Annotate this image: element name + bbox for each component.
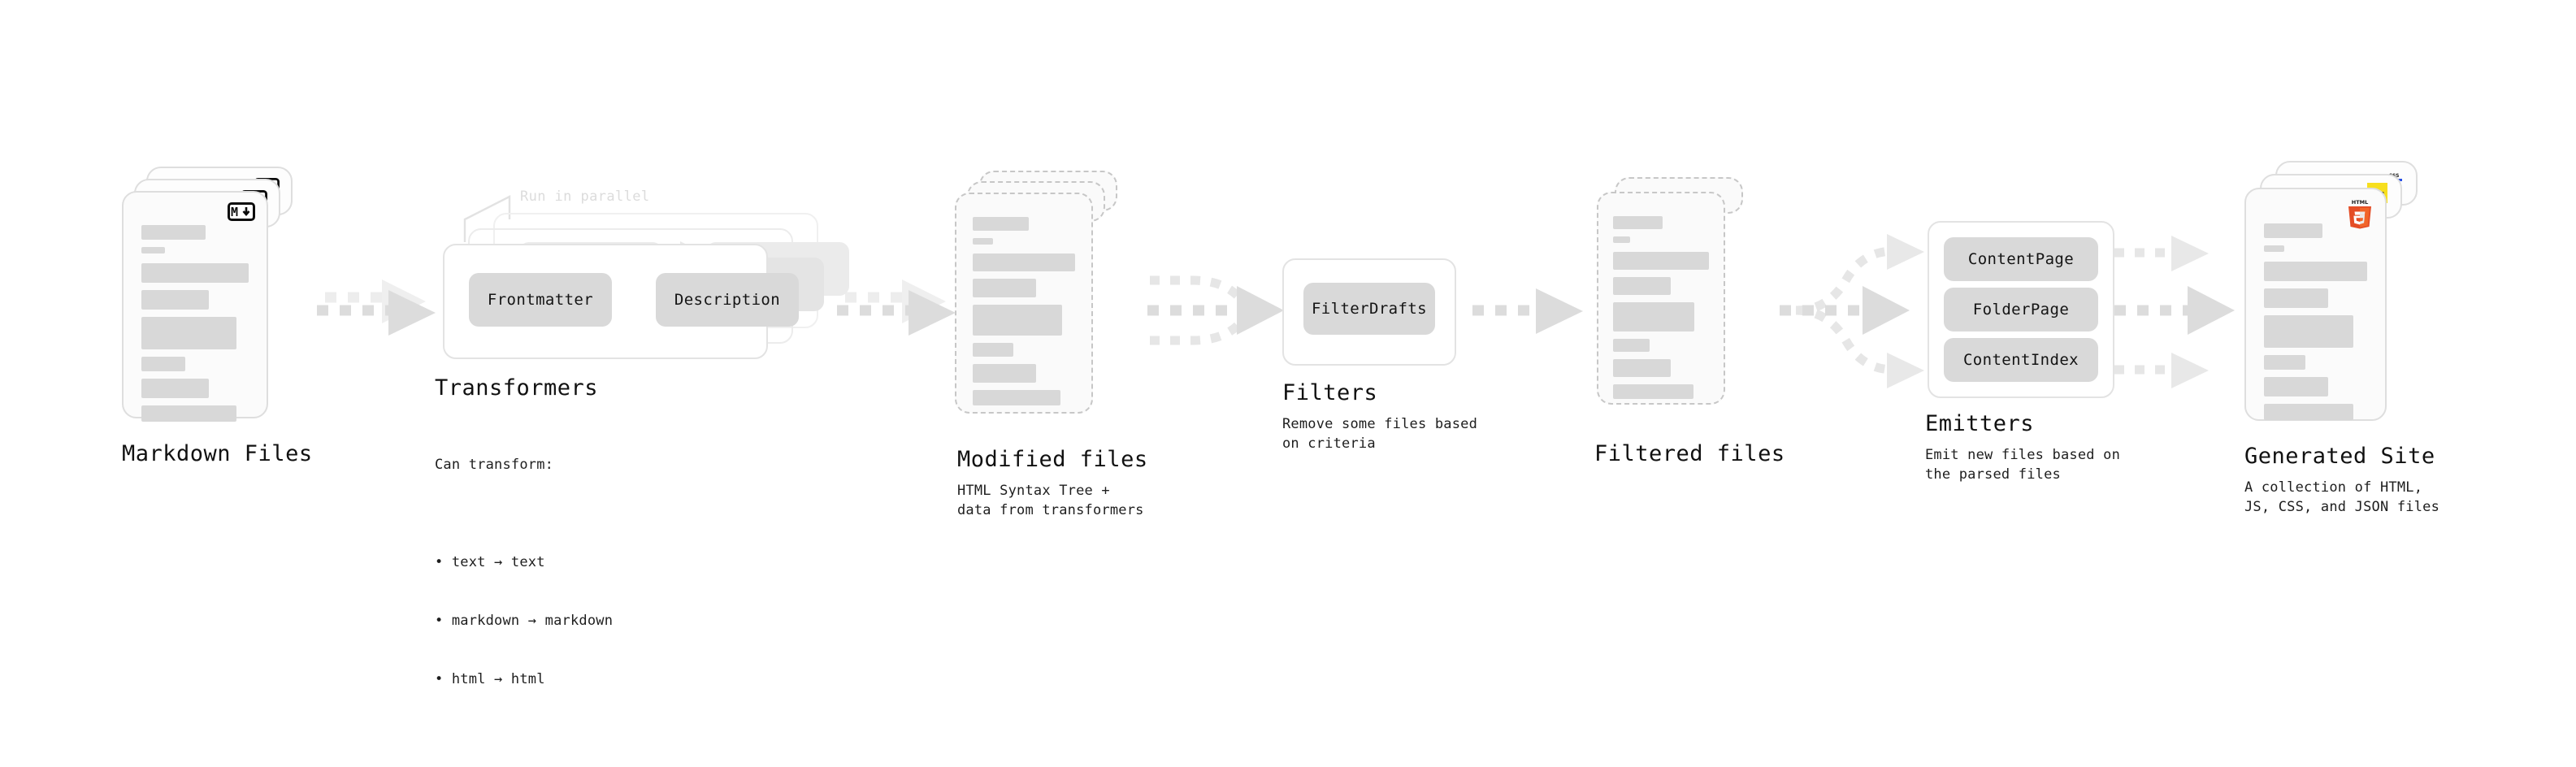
- generated-card-front: HTML: [2244, 188, 2387, 421]
- svg-text:HTML: HTML: [2352, 199, 2368, 206]
- filtered-file-stack: [1597, 177, 1776, 413]
- stage-title-modified-files: Modified files: [957, 447, 1148, 472]
- stage-filtered-files: Filtered files: [1594, 177, 1785, 466]
- emitter-node-folderpage[interactable]: FolderPage: [1944, 288, 2098, 332]
- stage-modified-files: Modified files HTML Syntax Tree + data f…: [955, 171, 1147, 518]
- filtered-card-front: [1597, 192, 1725, 405]
- content-bar: [1613, 384, 1694, 399]
- content-bar: [141, 290, 210, 310]
- content-bar: [973, 343, 1014, 357]
- content-bar: [1613, 302, 1695, 332]
- content-bar: [141, 405, 237, 422]
- content-bar: [1613, 359, 1671, 377]
- connector-filters-to-filtered: [1472, 288, 1583, 334]
- markdown-card-front: M: [122, 191, 268, 422]
- stage-title-markdown-files: Markdown Files: [122, 441, 313, 466]
- modified-card-content: [956, 194, 1091, 412]
- html5-icon: HTML: [2346, 197, 2374, 229]
- stage-generated-site: CSS JS HTML: [2244, 161, 2439, 515]
- content-bar: [973, 238, 994, 245]
- content-bar: [1613, 252, 1709, 270]
- content-bar: [973, 217, 1030, 231]
- content-bar: [141, 357, 186, 371]
- svg-text:M: M: [231, 205, 238, 219]
- connector-filtered-to-emitters: [1780, 234, 1924, 388]
- markdown-file-stack: M M: [122, 167, 301, 422]
- content-bar: [973, 279, 1037, 297]
- stage-caption-emitters: Emit new files based on the parsed files: [1925, 447, 2121, 483]
- stage-title-filters: Filters: [1282, 380, 1378, 405]
- markdown-glyph: M: [231, 205, 250, 219]
- html5-glyph: HTML: [2348, 199, 2371, 229]
- content-bar: [2264, 262, 2367, 281]
- transformer-node-frontmatter[interactable]: Frontmatter: [469, 273, 612, 327]
- generated-site-file-stack: CSS JS HTML: [2244, 161, 2431, 421]
- markdown-card-content: [124, 193, 267, 422]
- connector-transformers-to-modified: [837, 280, 956, 336]
- filter-node-filterdrafts[interactable]: FilterDrafts: [1303, 283, 1435, 335]
- content-bar: [2264, 377, 2328, 396]
- content-bar: [141, 225, 206, 240]
- stage-title-transformers: Transformers: [435, 375, 599, 401]
- modified-card-front: [955, 193, 1093, 414]
- modified-file-stack: [955, 171, 1134, 414]
- content-bar: [2264, 223, 2323, 238]
- content-bar: [141, 263, 249, 283]
- connector-emitters-to-site: [2114, 236, 2235, 388]
- transform-list-item: text → text: [435, 552, 613, 572]
- stage-caption-generated-site: A collection of HTML, JS, CSS, and JSON …: [2244, 479, 2440, 515]
- content-bar: [1613, 277, 1671, 295]
- caption-head: Can transform:: [435, 457, 554, 473]
- stage-caption-modified-files: HTML Syntax Tree + data from transformer…: [957, 483, 1144, 518]
- stage-title-filtered-files: Filtered files: [1594, 441, 1785, 466]
- stage-title-emitters: Emitters: [1925, 411, 2035, 436]
- content-bar: [1613, 216, 1663, 229]
- transform-list-item: html → html: [435, 670, 613, 689]
- generated-card-content: [2246, 189, 2385, 420]
- emitter-node-contentpage[interactable]: ContentPage: [1944, 237, 2098, 281]
- emitter-node-contentindex[interactable]: ContentIndex: [1944, 338, 2098, 382]
- content-bar: [141, 247, 166, 254]
- stage-title-generated-site: Generated Site: [2244, 444, 2435, 469]
- connector-md-to-transformers: [317, 280, 436, 336]
- markdown-icon: M: [228, 202, 255, 221]
- filtered-card-content: [1598, 193, 1724, 403]
- content-bar: [2264, 245, 2285, 252]
- content-bar: [2264, 404, 2354, 420]
- content-bar: [2264, 355, 2305, 370]
- content-bar: [141, 317, 237, 349]
- content-bar: [141, 379, 210, 398]
- connector-modified-to-filters: [1147, 275, 1284, 345]
- content-bar: [973, 305, 1062, 336]
- content-bar: [1613, 236, 1631, 243]
- run-in-parallel-leader: [463, 195, 511, 242]
- content-bar: [2264, 288, 2328, 308]
- stage-caption-filters: Remove some files based on criteria: [1282, 416, 1478, 452]
- content-bar: [1613, 339, 1650, 352]
- content-bar: [2264, 315, 2354, 348]
- transform-list-item: markdown → markdown: [435, 611, 613, 630]
- stage-markdown-files: M M: [122, 167, 312, 466]
- transform-list: text → text markdown → markdown html → h…: [435, 514, 613, 728]
- transformer-node-description[interactable]: Description: [656, 273, 799, 327]
- annotation-run-in-parallel: Run in parallel: [520, 188, 650, 205]
- content-bar: [973, 364, 1037, 383]
- pipeline-diagram: .dl { stroke:#dcdcdc; stroke-width:13; s…: [0, 0, 2576, 681]
- content-bar: [973, 390, 1061, 405]
- stage-caption-transformers: Can transform: text → text markdown → ma…: [435, 416, 613, 767]
- content-bar: [973, 254, 1075, 271]
